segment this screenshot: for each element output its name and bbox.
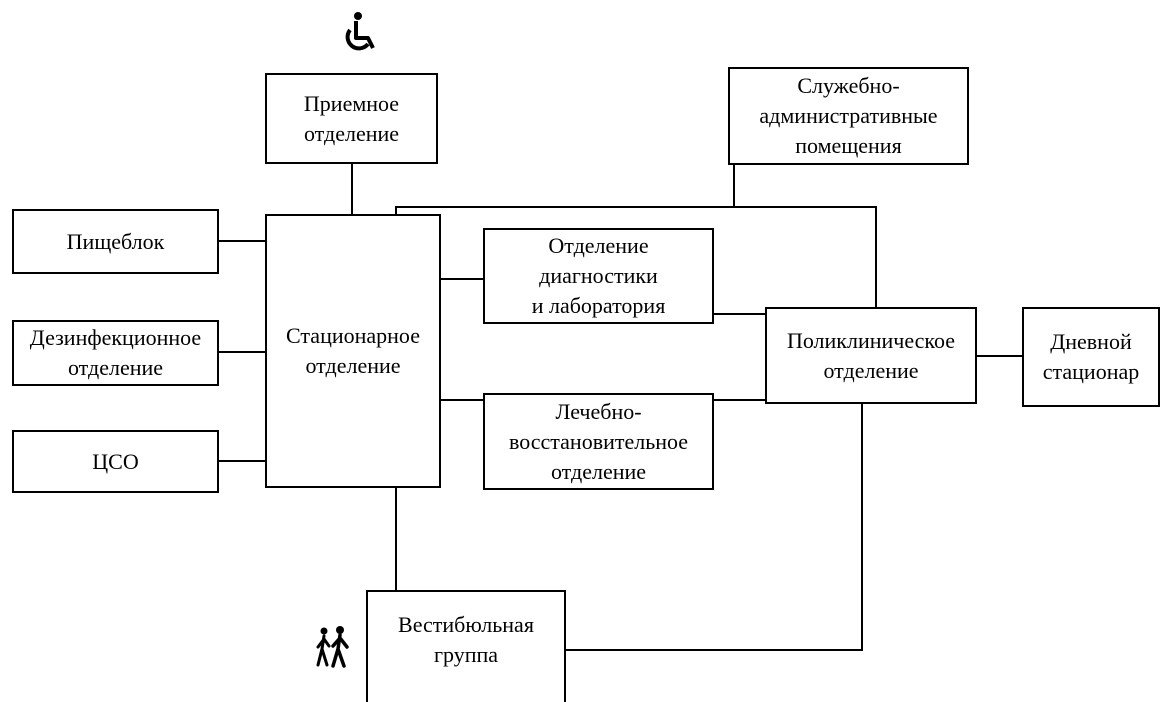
- connector-vestibulnaya-poliklinicheskoe: [566, 404, 863, 651]
- node-stacionarnoe-label: Стационарное отделение: [286, 323, 420, 378]
- node-dezinfekcionnoe-label: Дезинфекционное отделение: [29, 325, 202, 380]
- node-lechebno-label: Лечебно- восстановительное отделение: [508, 398, 689, 484]
- connector-top-bus: [395, 206, 877, 307]
- node-lechebno-vosstanovitelnoe: Лечебно- восстановительное отделение: [483, 393, 714, 490]
- node-stacionarnoe-otdelenie: Стационарное отделение: [265, 214, 441, 488]
- node-dnevnoi-stacionar: Дневной стационар: [1022, 307, 1160, 407]
- node-poliklinicheskoe-label: Поликлиническое отделение: [786, 327, 956, 383]
- node-priemnoe-label: Приемное отделение: [303, 90, 400, 146]
- node-dnevnoi-label: Дневной стационар: [1042, 329, 1140, 384]
- node-dezinfekcionnoe-otdelenie: Дезинфекционное отделение: [12, 320, 219, 386]
- node-priemnoe-otdelenie: Приемное отделение: [265, 73, 438, 164]
- node-otdelenie-diagnostiki: Отделение диагностики и лаборатория: [483, 228, 714, 324]
- pedestrians-icon: [316, 626, 349, 668]
- node-pishcheblok-label: Пищеблок: [66, 228, 165, 254]
- node-sluzhebno-label: Служебно- административные помещения: [759, 73, 938, 158]
- node-cso: ЦСО: [12, 430, 219, 493]
- node-diagnostiki-label: Отделение диагностики и лаборатория: [531, 233, 666, 318]
- node-pishcheblok: Пищеблок: [12, 209, 219, 274]
- node-sluzhebno-administrativnye: Служебно- административные помещения: [728, 67, 969, 165]
- wheelchair-icon: [345, 12, 375, 51]
- node-vestibulnaya-label: Вестибюльная группа: [398, 612, 534, 667]
- node-cso-label: ЦСО: [92, 448, 139, 474]
- node-vestibulnaya-gruppa: Вестибюльная группа: [366, 590, 566, 702]
- node-poliklinicheskoe-otdelenie: Поликлиническое отделение: [765, 307, 977, 404]
